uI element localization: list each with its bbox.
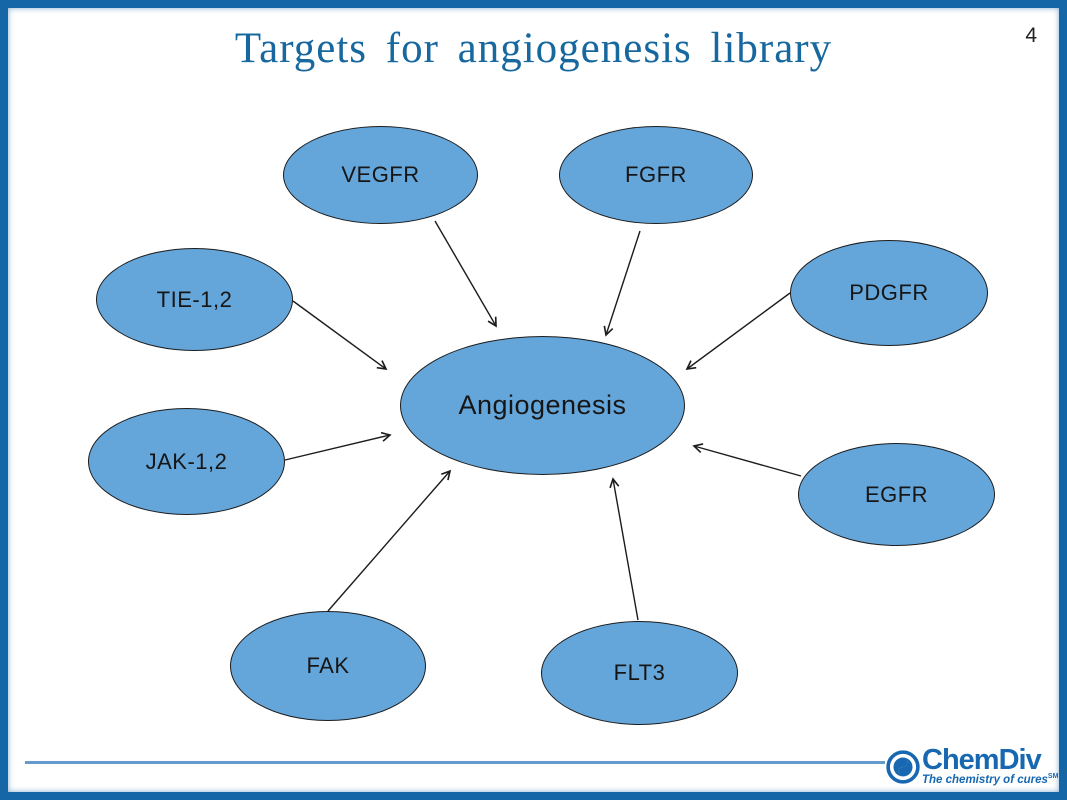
node-egfr-label: EGFR: [864, 481, 929, 507]
node-vegfr: VEGFR: [283, 126, 478, 224]
page-number: 4: [1025, 24, 1037, 47]
node-jak-label: JAK-1,2: [145, 448, 228, 474]
node-jak: JAK-1,2: [88, 408, 285, 515]
node-fak-label: FAK: [306, 653, 350, 678]
node-angiogenesis-center: Angiogenesis: [400, 336, 685, 475]
chemdiv-tagline-text: The chemistry of cures: [922, 773, 1048, 786]
chemdiv-tagline: The chemistry of curesSM: [922, 773, 1058, 786]
node-fgfr: FGFR: [559, 126, 753, 224]
node-pdgfr: PDGFR: [790, 240, 988, 346]
arrow-vegfr-to-center: [434, 220, 497, 328]
node-fgfr-label: FGFR: [625, 162, 687, 187]
node-flt3: FLT3: [541, 621, 738, 725]
chemdiv-tagline-sm: SM: [1047, 773, 1059, 780]
chemdiv-swirl-icon: [886, 750, 920, 784]
arrow-flt3-to-center: [609, 477, 639, 621]
slide-title: Targets for angiogenesis library: [234, 25, 833, 72]
node-fak: FAK: [230, 611, 426, 721]
node-angiogenesis-label: Angiogenesis: [458, 390, 627, 420]
chemdiv-logo: ChemDiv The chemistry of curesSM: [886, 746, 1058, 786]
node-tie: TIE-1,2: [96, 248, 293, 351]
node-tie-label: TIE-1,2: [156, 286, 233, 312]
arrow-tie-to-center: [292, 300, 388, 371]
node-egfr: EGFR: [798, 443, 995, 546]
footer-divider-line: [25, 761, 885, 764]
arrow-pdgfr-to-center: [685, 292, 791, 371]
arrow-jak-to-center: [284, 431, 392, 461]
chemdiv-wordmark: ChemDiv: [922, 744, 1042, 776]
node-vegfr-label: VEGFR: [341, 162, 420, 187]
node-flt3-label: FLT3: [613, 660, 666, 685]
node-pdgfr-label: PDGFR: [849, 280, 929, 305]
arrow-fak-to-center: [327, 469, 452, 612]
arrow-egfr-to-center: [692, 443, 802, 477]
arrow-fgfr-to-center: [603, 230, 641, 337]
